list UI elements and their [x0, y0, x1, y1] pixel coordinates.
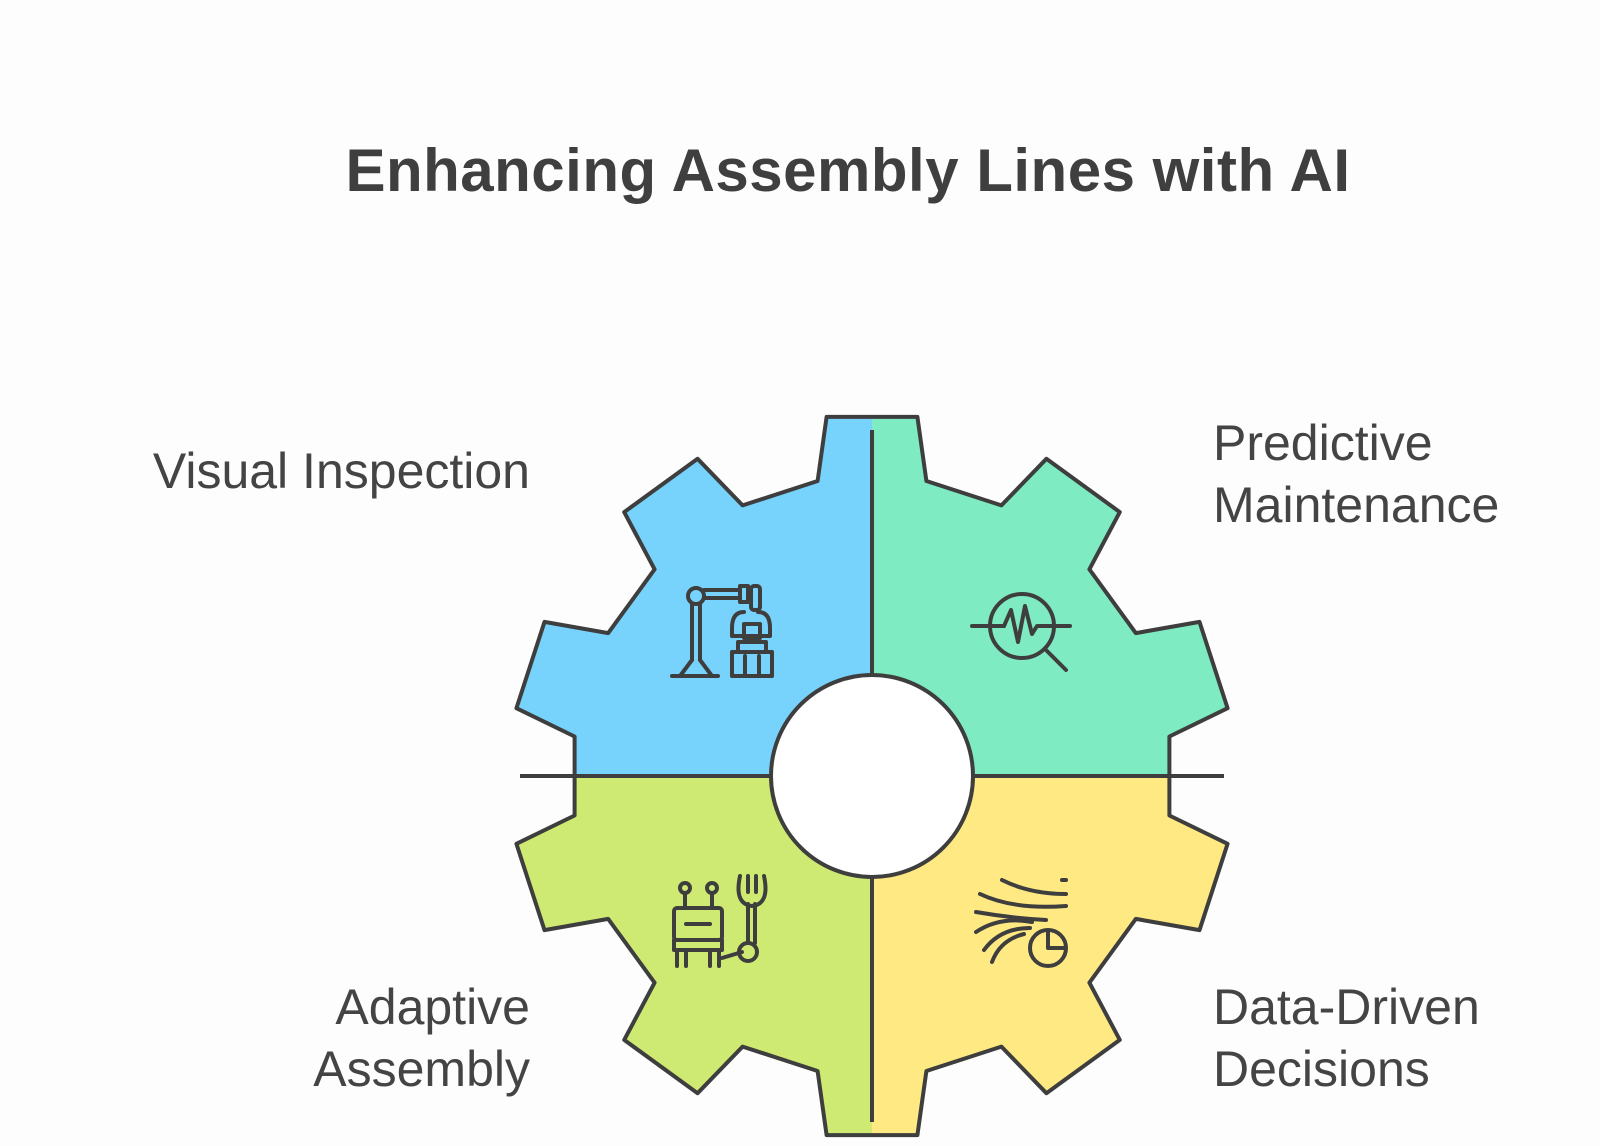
data-stream-pie-icon — [974, 878, 1068, 968]
pulse-magnifier-icon — [970, 592, 1072, 672]
label-visual-inspection: Visual Inspection — [60, 440, 530, 502]
gear-center-hole — [769, 673, 975, 879]
segment-predictive-maintenance — [872, 416, 1228, 776]
robotic-arm-inspection-icon — [670, 584, 774, 678]
label-adaptive-assembly: Adaptive Assembly — [60, 976, 530, 1100]
gear-outline — [514, 414, 1230, 1138]
label-line: Assembly — [313, 1041, 530, 1097]
label-line: Maintenance — [1213, 477, 1500, 533]
label-line: Adaptive — [335, 979, 530, 1035]
label-line: Data-Driven — [1213, 979, 1480, 1035]
label-predictive-maintenance: Predictive Maintenance — [1213, 412, 1583, 536]
label-line: Visual Inspection — [152, 443, 530, 499]
segment-data-driven-decisions — [872, 776, 1228, 1136]
page-title: Enhancing Assembly Lines with AI — [345, 137, 1351, 204]
robot-wrench-icon — [672, 874, 768, 968]
segment-visual-inspection — [516, 416, 872, 776]
label-line: Predictive — [1213, 415, 1433, 471]
label-line: Decisions — [1213, 1041, 1430, 1097]
segment-adaptive-assembly — [516, 776, 872, 1136]
label-data-driven-decisions: Data-Driven Decisions — [1213, 976, 1583, 1100]
